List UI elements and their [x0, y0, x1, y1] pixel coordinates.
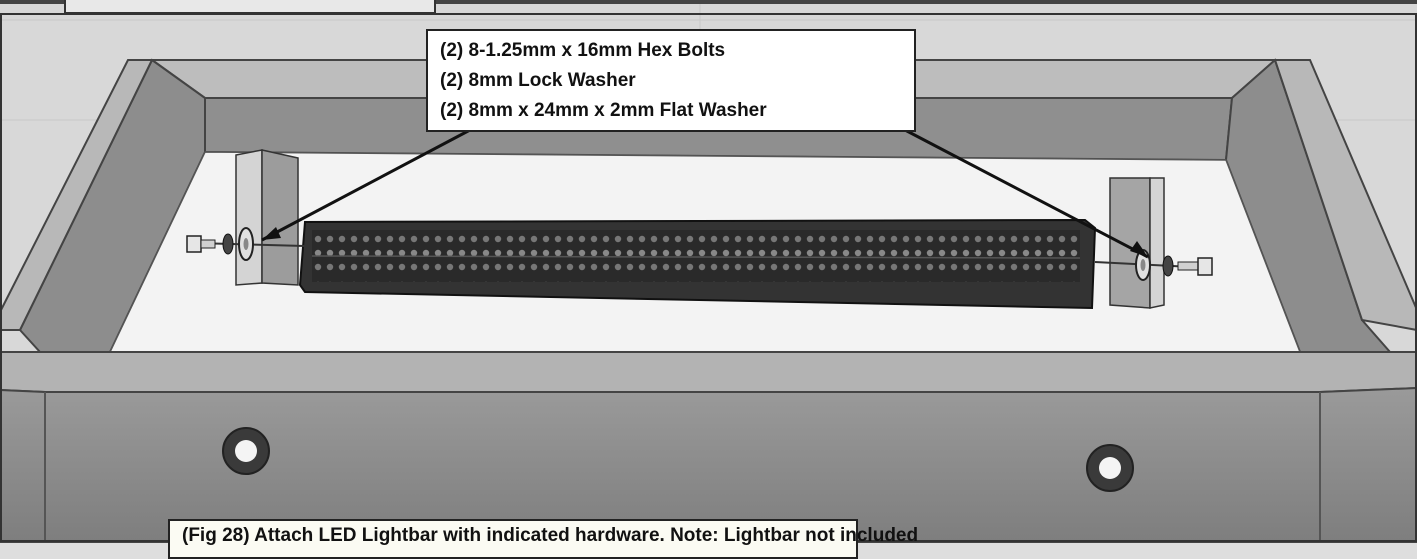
previous-figure-border: [64, 0, 436, 14]
callout-line-hex-bolts: (2) 8-1.25mm x 16mm Hex Bolts: [440, 40, 726, 61]
callout-leaders: [261, 128, 1149, 259]
left-bracket: [235, 149, 299, 286]
hardware-callout: (2) 8-1.25mm x 16mm Hex Bolts (2) 8mm Lo…: [426, 29, 916, 132]
led-lightbar: [298, 218, 1097, 310]
callout-line-flat-washer: (2) 8mm x 24mm x 2mm Flat Washer: [440, 100, 767, 121]
mounting-hole-icon: [222, 427, 1134, 492]
left-side-arm: [0, 58, 206, 353]
figure-caption: (Fig 28) Attach LED Lightbar with indica…: [168, 519, 918, 559]
hex-bolt-left-icon: [186, 227, 306, 261]
callout-line-lock-washer: (2) 8mm Lock Washer: [440, 70, 636, 91]
front-crossbar: [0, 351, 1417, 543]
